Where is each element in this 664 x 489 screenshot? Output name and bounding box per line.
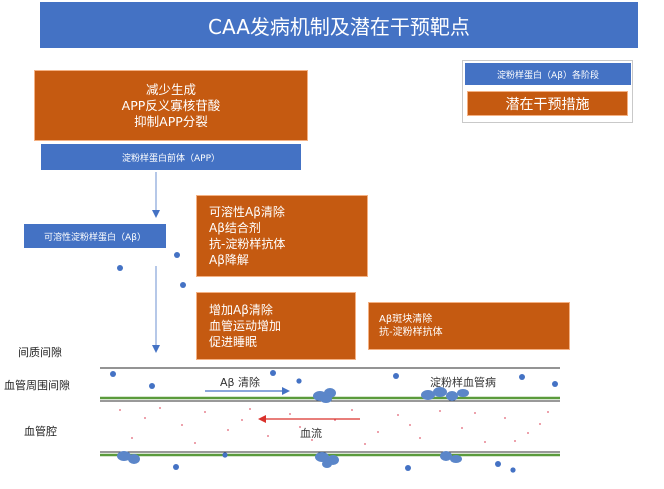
reduce-line-2: APP反义寡核苷酸	[121, 97, 221, 113]
app-label: 淀粉样蛋白前体（APP）	[41, 144, 301, 170]
interstitial-space-label: 间质间隙	[18, 346, 62, 359]
sleep-line-3: 促进睡眠	[209, 335, 258, 349]
plaque-line-1: Aβ斑块清除	[379, 314, 433, 325]
reduce-line-3: 抑制APP分裂	[134, 113, 208, 129]
perivascular-space-label: 血管周围间隙	[4, 379, 70, 392]
blood-flow-label: 血流	[300, 427, 322, 440]
arrow-soluble-to-interstitial-head	[152, 345, 160, 353]
abeta-dot	[174, 252, 180, 258]
clearance-line-2: Aβ结合剂	[209, 221, 261, 235]
reduce-production-box: 减少生成 APP反义寡核苷酸 抑制APP分裂	[32, 68, 310, 143]
blood-flow-arrow-head	[258, 415, 266, 423]
blood-dots	[119, 407, 549, 445]
arrow-app-to-soluble-head	[152, 210, 160, 218]
legend-intervention-label: 潜在干预措施	[467, 91, 628, 116]
plaque-clearance-box: Aβ斑块清除 抗-淀粉样抗体	[366, 300, 572, 352]
abeta-dot	[117, 265, 123, 271]
plaque-line-2: 抗-淀粉样抗体	[379, 327, 443, 338]
clearance-arrow-head	[282, 387, 290, 395]
caa-label: 淀粉样血管病	[430, 376, 496, 389]
soluble-clearance-box: 可溶性Aβ清除 Aβ结合剂 抗-淀粉样抗体 Aβ降解	[194, 193, 370, 279]
abeta-clearance-label: Aβ 清除	[220, 376, 261, 389]
soluble-abeta-label: 可溶性淀粉样蛋白（Aβ）	[24, 224, 166, 248]
legend-stage-label: 淀粉样蛋白（Aβ）各阶段	[465, 63, 631, 85]
amyloid-plaque-clusters	[117, 387, 469, 468]
clearance-line-4: Aβ降解	[209, 253, 249, 267]
reduce-line-1: 减少生成	[145, 81, 196, 97]
abeta-dots-vessel	[110, 370, 558, 473]
sleep-line-1: 增加Aβ清除	[209, 303, 273, 317]
clearance-line-1: 可溶性Aβ清除	[209, 205, 285, 219]
abeta-dot	[180, 282, 186, 288]
vessel-lumen-label: 血管腔	[24, 425, 57, 438]
page-title: CAA发病机制及潜在干预靶点	[40, 2, 638, 48]
sleep-line-2: 血管运动增加	[209, 319, 282, 333]
clearance-line-3: 抗-淀粉样抗体	[209, 237, 286, 251]
increase-clearance-box: 增加Aβ清除 血管运动增加 促进睡眠	[194, 290, 358, 362]
